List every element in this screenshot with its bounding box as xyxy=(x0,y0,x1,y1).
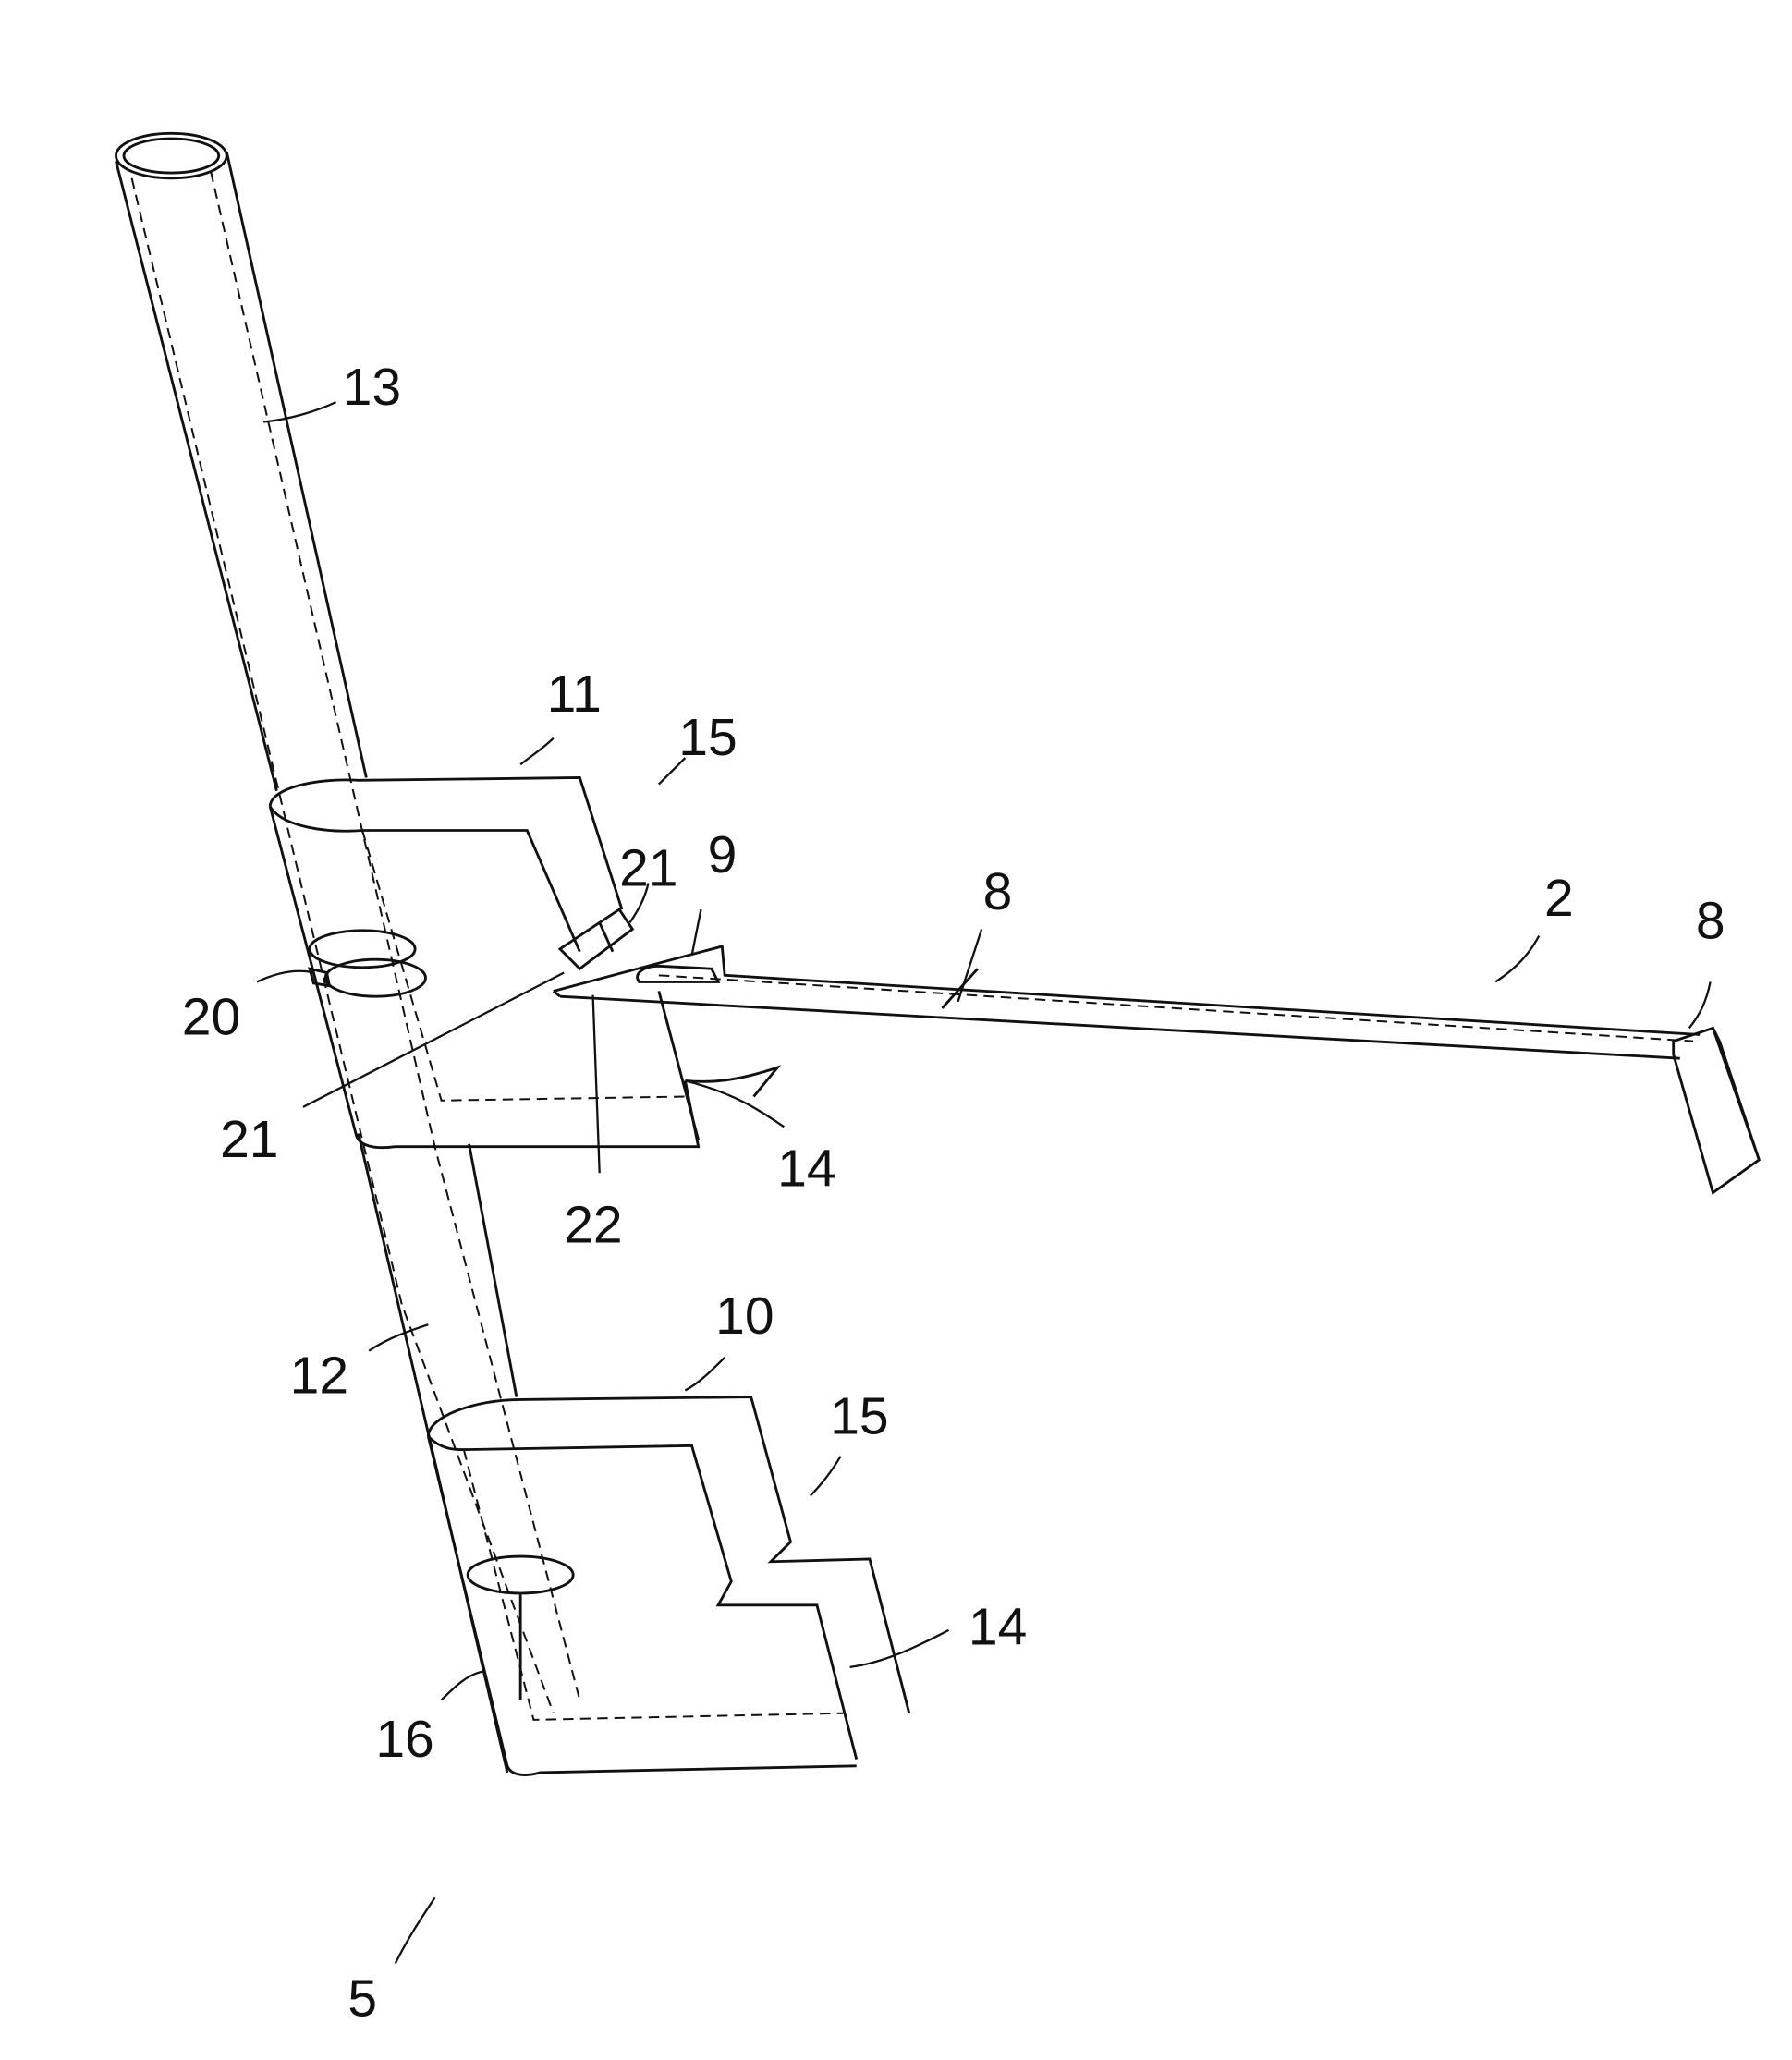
arm xyxy=(552,945,1762,1195)
label-10: 10 xyxy=(715,1286,774,1346)
label-22: 22 xyxy=(564,1196,622,1255)
leader-lines xyxy=(256,401,1712,1965)
lower-bracket xyxy=(426,1396,911,1776)
label-14-upper: 14 xyxy=(777,1139,835,1198)
label-21-upper: 21 xyxy=(619,838,677,897)
label-12: 12 xyxy=(290,1346,348,1405)
label-14-lower: 14 xyxy=(969,1598,1027,1657)
label-9: 9 xyxy=(708,825,738,884)
label-13: 13 xyxy=(343,358,401,417)
label-5: 5 xyxy=(347,1969,377,2029)
label-11: 11 xyxy=(547,664,602,724)
label-15-lower: 15 xyxy=(830,1386,888,1445)
label-8-end: 8 xyxy=(1696,891,1725,950)
label-16: 16 xyxy=(375,1710,433,1769)
label-8-mid: 8 xyxy=(983,862,1013,921)
reference-numerals: 13 11 15 21 9 8 2 8 20 21 22 14 12 10 15… xyxy=(182,358,1725,2029)
label-20: 20 xyxy=(182,987,240,1046)
label-2: 2 xyxy=(1544,869,1574,928)
upper-bracket xyxy=(268,776,782,1150)
label-21-lower: 21 xyxy=(220,1110,278,1169)
label-15-upper: 15 xyxy=(678,708,737,767)
